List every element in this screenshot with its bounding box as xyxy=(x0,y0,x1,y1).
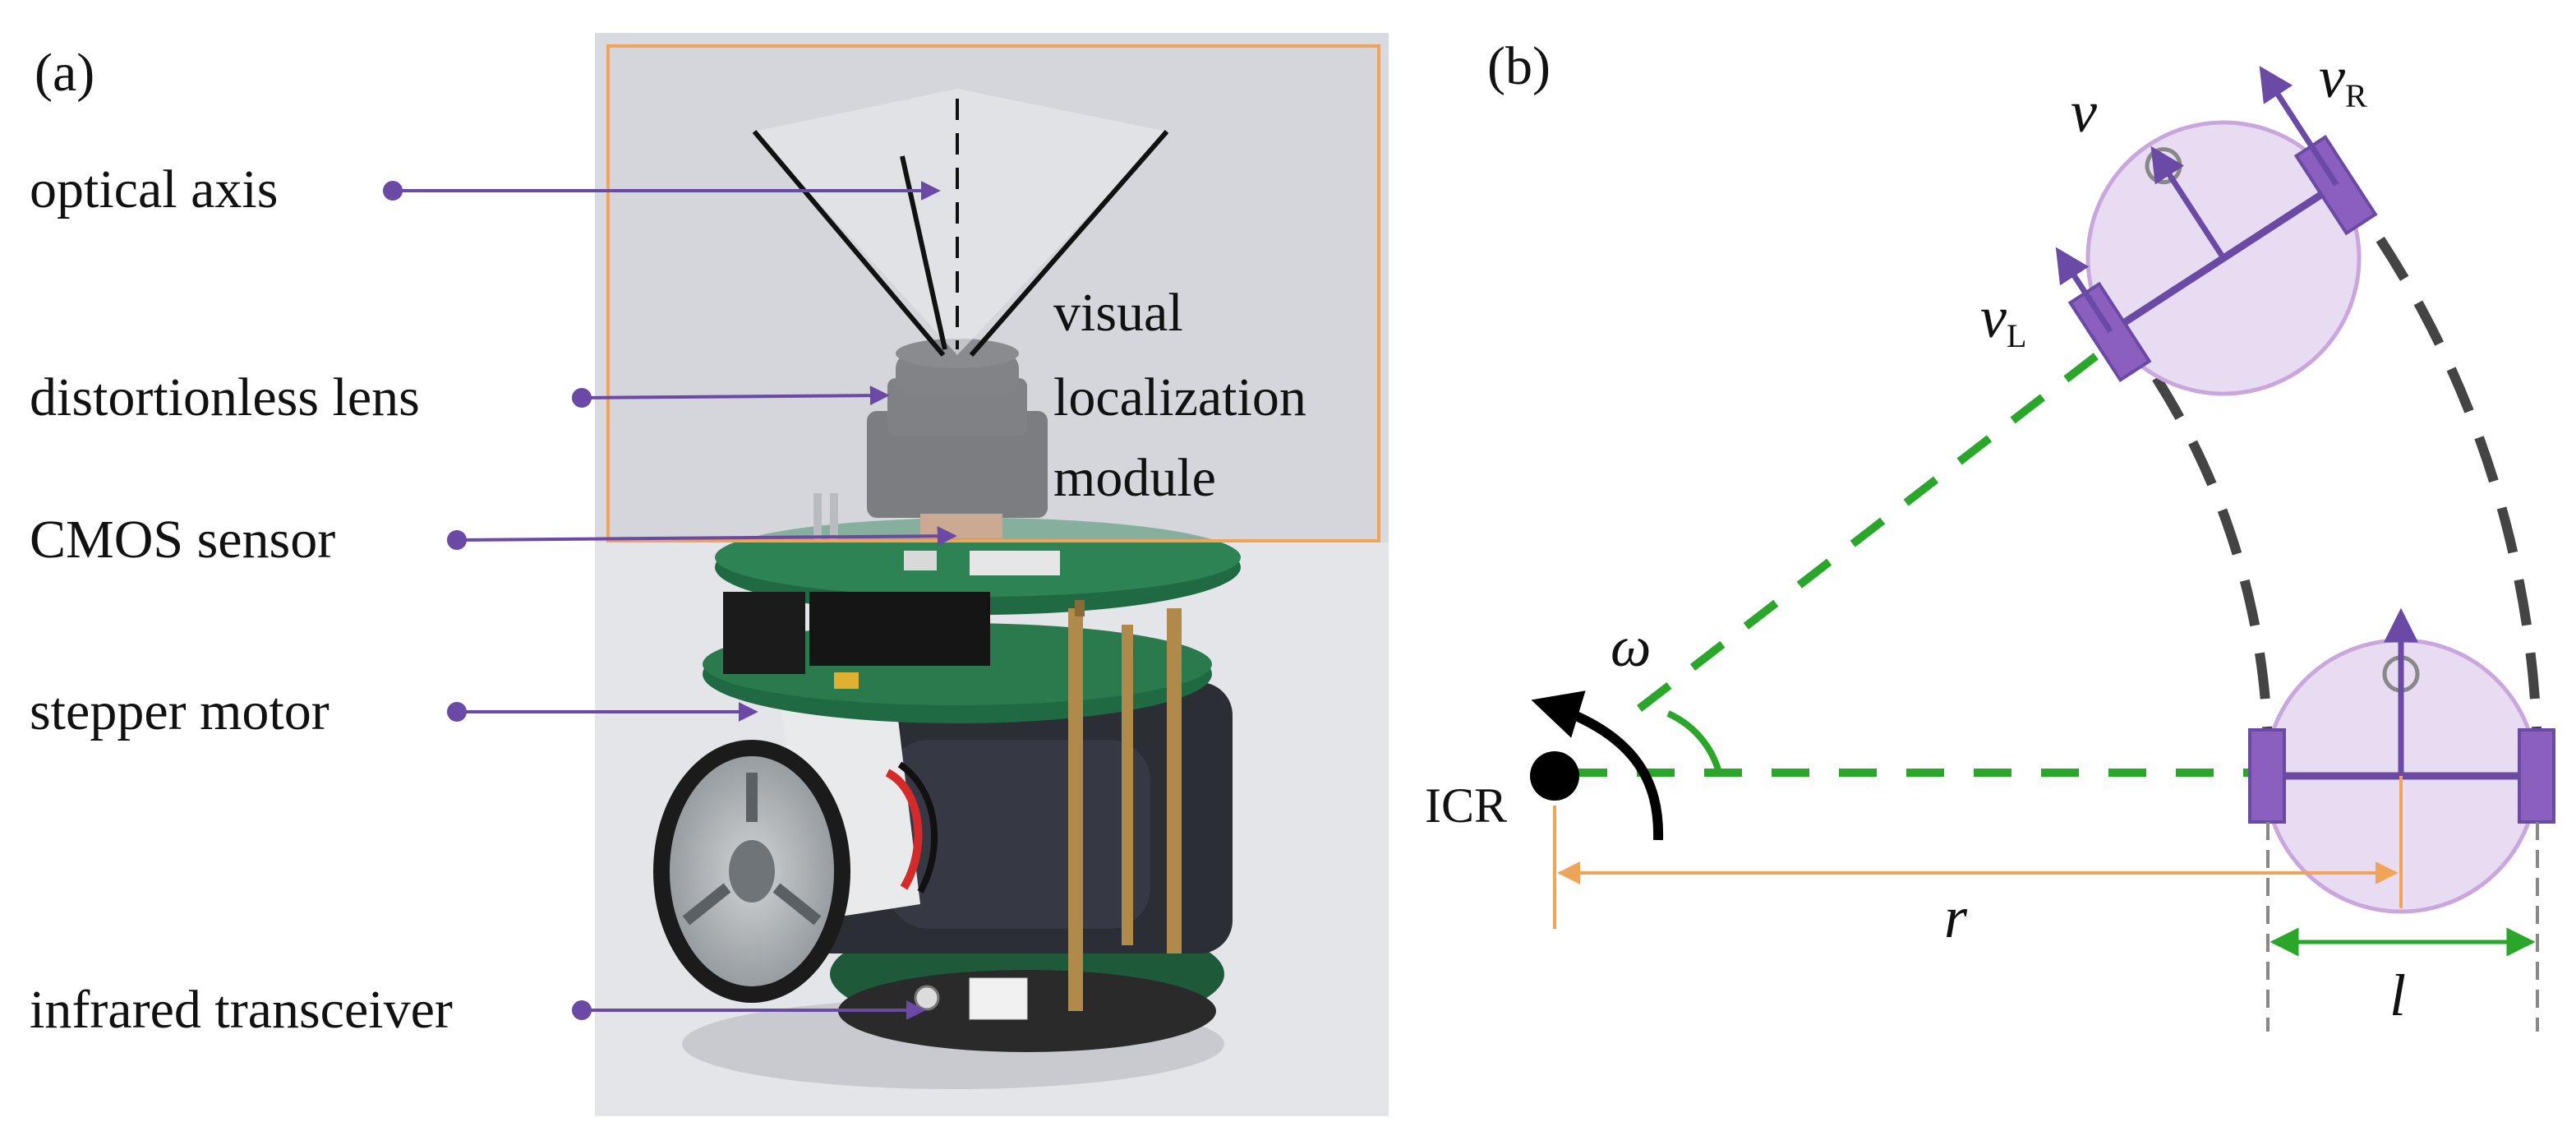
callout-line-cmos xyxy=(456,526,957,547)
icr-label: ICR xyxy=(1425,778,1507,833)
icr-point xyxy=(1530,751,1579,801)
panel-b-tag: (b) xyxy=(1487,36,1551,96)
v-right-label: vR xyxy=(2319,44,2367,114)
trajectory-arc-outer xyxy=(2334,176,2543,773)
radius-rotated xyxy=(1636,350,2103,712)
v-label: v xyxy=(2071,79,2097,145)
v-left-label: vL xyxy=(1980,284,2026,354)
r-label: r xyxy=(1944,884,1968,950)
module-label-line2: localization xyxy=(1053,367,1306,427)
callout-motor: stepper motor xyxy=(30,681,329,741)
v-right-subscript: R xyxy=(2345,77,2367,114)
trajectory-arc-inner xyxy=(2124,334,2274,773)
fov-right-edge xyxy=(969,130,1169,357)
callout-lens: distortionless lens xyxy=(30,367,420,427)
callout-line-lens xyxy=(581,386,890,406)
fov-left-edge xyxy=(752,130,946,357)
module-label-line3: module xyxy=(1053,448,1216,508)
v-right-symbol: v xyxy=(2319,44,2345,110)
callout-optical-axis: optical axis xyxy=(30,159,278,219)
l-label: l xyxy=(2389,963,2406,1028)
robot-body xyxy=(653,339,1241,1052)
angle-arc xyxy=(1666,710,1722,774)
omega-label: ω xyxy=(1611,616,1651,679)
v-left-symbol: v xyxy=(1980,284,2007,350)
rotation-arrow xyxy=(1531,690,1664,841)
callout-cmos: CMOS sensor xyxy=(30,510,335,570)
field-of-view xyxy=(754,89,1167,355)
optical-axis-line xyxy=(900,155,947,350)
v-left-subscript: L xyxy=(2007,317,2026,354)
panel-a-tag: (a) xyxy=(35,43,94,103)
callout-infrared: infrared transceiver xyxy=(30,980,453,1040)
module-label-line1: visual xyxy=(1053,283,1183,343)
robot-upper xyxy=(2055,66,2378,396)
